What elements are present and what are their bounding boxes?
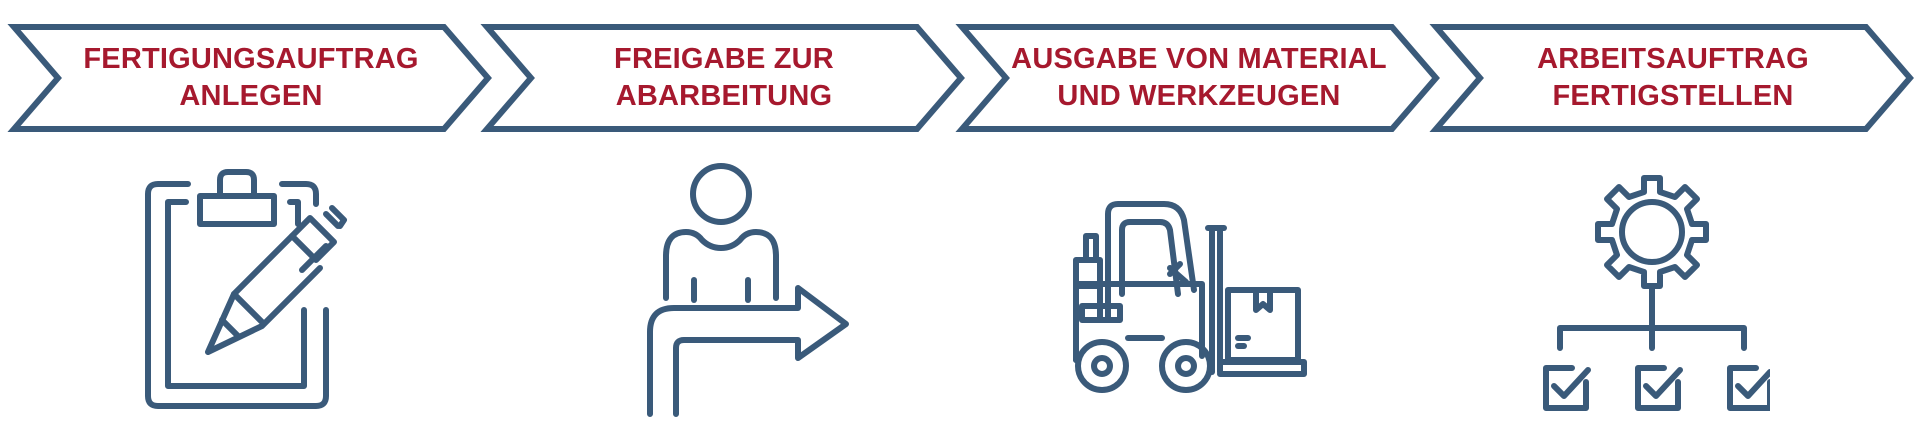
step-4-label: ARBEITSAUFTRAG FERTIGSTELLEN xyxy=(1480,38,1866,118)
step-1-label-line2: ANLEGEN xyxy=(179,80,323,112)
step-4-label-line2: FERTIGSTELLEN xyxy=(1552,80,1794,112)
forklift-icon xyxy=(1073,201,1307,393)
step-3-label-line1: AUSGABE VON MATERIAL xyxy=(1011,43,1387,75)
chevron-step-3 xyxy=(955,24,1440,132)
step-2-label-line2: ABARBEITUNG xyxy=(615,80,833,112)
step-1-label-line1: FERTIGUNGSAUFTRAG xyxy=(83,43,419,75)
chevron-step-2 xyxy=(480,24,965,132)
clipboard-pen-icon xyxy=(145,169,347,409)
gear-checklist-icon xyxy=(1543,175,1770,411)
step-4-label-line1: ARBEITSAUFTRAG xyxy=(1537,43,1809,75)
chevron-banners xyxy=(7,24,1914,132)
step-3-label: AUSGABE VON MATERIAL UND WERKZEUGEN xyxy=(1006,38,1392,118)
person-arrow-icon xyxy=(647,163,849,417)
chevron-step-4 xyxy=(1429,24,1914,132)
step-3-label-line2: UND WERKZEUGEN xyxy=(1057,80,1341,112)
step-2-label: FREIGABE ZUR ABARBEITUNG xyxy=(531,38,917,118)
chevron-step-1 xyxy=(7,24,492,132)
step-1-label: FERTIGUNGSAUFTRAG ANLEGEN xyxy=(58,38,444,118)
step-2-label-line1: FREIGABE ZUR xyxy=(614,43,834,75)
